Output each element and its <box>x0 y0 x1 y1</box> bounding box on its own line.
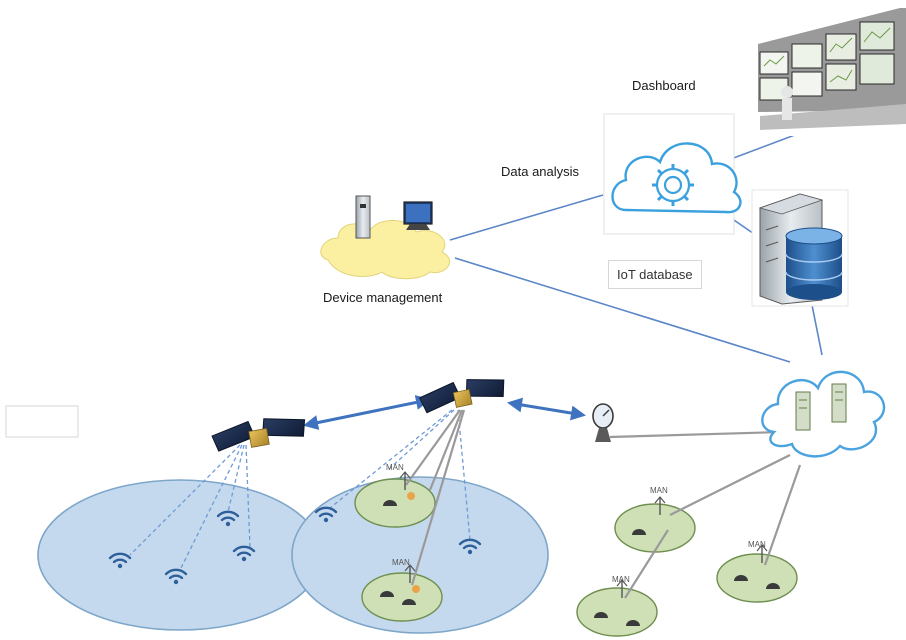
server-database-icon <box>751 189 849 307</box>
device-management-label: Device management <box>323 290 443 305</box>
satellite-icon <box>418 379 505 414</box>
cell-4 <box>716 553 798 603</box>
cell-towers <box>380 471 780 626</box>
cell-tower-icon <box>594 579 640 626</box>
ground-station-dish-icon <box>592 403 614 442</box>
satellite-icon <box>211 418 306 452</box>
gateway-cloud-icon <box>761 370 886 458</box>
coverage-areas <box>37 476 549 634</box>
cell-tower-icon <box>383 471 415 506</box>
wifi-signal-icon <box>164 568 188 585</box>
cell-tower-icon <box>380 564 420 605</box>
iot-database-label: IoT database <box>608 260 702 289</box>
wifi-signal-icon <box>314 506 338 523</box>
wifi-signal-icon <box>232 545 256 562</box>
cell-tag: MAN <box>650 486 668 495</box>
data-analysis-label: Data analysis <box>501 164 580 179</box>
cell-tag: MAN <box>612 575 630 584</box>
satellite-beams <box>129 409 471 571</box>
cloud-gear-icon <box>603 113 742 235</box>
wifi-signal-icon <box>216 510 240 527</box>
cell-tag: MAN <box>392 558 410 567</box>
satellite-links <box>303 395 586 430</box>
ground-links <box>405 409 802 599</box>
dashboard-label: Dashboard <box>632 78 696 93</box>
cell-tag: MAN <box>386 463 404 472</box>
wifi-signal-icon <box>458 538 482 555</box>
device-management-cloud-icon <box>320 195 450 280</box>
wifi-signal-icon <box>108 552 132 569</box>
coverage-area-left <box>37 479 323 631</box>
cell-tags: MAN MAN MAN MAN MAN <box>386 463 766 584</box>
cell-3 <box>614 503 696 553</box>
cell-tower-icon <box>632 496 666 535</box>
wifi-icons <box>108 506 482 585</box>
blank-box <box>5 405 79 438</box>
cell-2 <box>361 572 443 622</box>
cell-tower-icon <box>734 544 780 589</box>
cell-tag: MAN <box>748 540 766 549</box>
dashboard-monitor-wall-icon <box>748 8 906 136</box>
cell-5 <box>576 587 658 637</box>
